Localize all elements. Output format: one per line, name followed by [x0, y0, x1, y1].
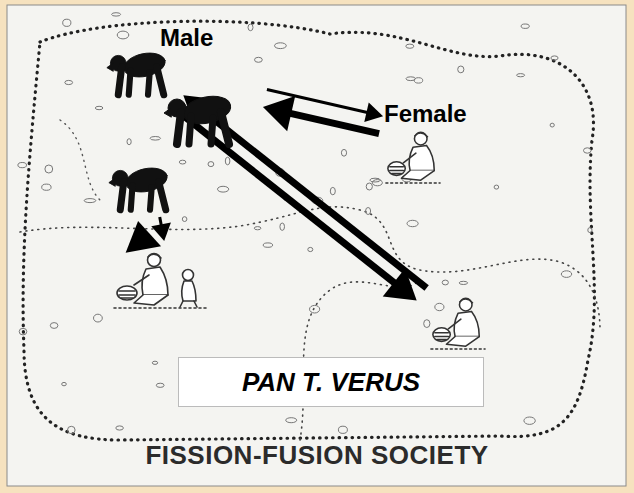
map-panel	[7, 5, 626, 486]
pebble	[19, 328, 27, 335]
arrow-shaft	[289, 113, 379, 134]
pebble	[254, 227, 261, 230]
pebble	[517, 74, 525, 77]
pebble	[65, 80, 73, 84]
pebble	[112, 13, 121, 16]
pebble	[263, 243, 272, 247]
pebble	[561, 271, 571, 278]
pebble	[310, 305, 320, 313]
pebble	[42, 184, 51, 190]
range-path	[20, 207, 600, 330]
pebble	[280, 223, 285, 230]
species-name: PAN T. VERUS	[242, 368, 420, 397]
arrow-head	[263, 96, 295, 131]
pebble	[308, 247, 313, 251]
pebble	[68, 426, 76, 433]
pebble	[372, 180, 382, 186]
pebble	[338, 426, 347, 433]
pebble	[275, 43, 287, 49]
pebble	[551, 56, 558, 60]
pebble	[179, 160, 186, 164]
woman-sketch	[424, 294, 492, 352]
male-chimp-figure	[108, 158, 178, 216]
pebble	[442, 280, 448, 285]
pebble	[182, 217, 187, 222]
figure-label: Male	[160, 24, 262, 52]
pebble	[94, 314, 103, 322]
pebble	[45, 165, 53, 173]
pebble	[18, 163, 27, 168]
pebble	[584, 148, 592, 153]
pebble	[95, 106, 103, 109]
caption-text: FISSION-FUSION SOCIETY	[0, 440, 634, 471]
pebble	[588, 228, 592, 233]
movement-arrow	[263, 96, 379, 134]
arrow-head	[364, 103, 383, 122]
pebble	[494, 185, 499, 189]
arrow-shaft	[204, 112, 426, 288]
pebble	[50, 323, 58, 329]
territory-boundary	[23, 21, 594, 440]
pebble	[208, 162, 214, 167]
pebble	[152, 361, 157, 364]
pebble	[62, 382, 67, 385]
pebble	[424, 320, 430, 328]
pebble	[248, 24, 253, 31]
female-figure	[424, 294, 492, 352]
pebble	[524, 417, 535, 424]
pebble	[435, 303, 444, 310]
woman-sketch	[384, 128, 442, 186]
pebble	[156, 383, 164, 387]
pebble	[366, 183, 372, 190]
pebble	[458, 66, 464, 73]
pebble-texture	[18, 13, 592, 434]
pebble	[406, 44, 414, 48]
pebble	[116, 426, 124, 430]
female-with-infant-figure	[112, 246, 208, 312]
chimp-silhouette	[162, 88, 244, 148]
pebble	[550, 123, 554, 127]
range-path	[60, 120, 100, 200]
species-box: PAN T. VERUS	[178, 357, 484, 407]
figure-label: Female	[384, 100, 545, 128]
movement-arrow	[151, 217, 171, 241]
pebble	[286, 418, 297, 423]
female-figure: Female	[384, 100, 545, 188]
pebble	[150, 137, 160, 141]
pebble	[341, 149, 346, 156]
male-chimp-figure: Male	[160, 24, 262, 148]
pebble	[127, 139, 131, 145]
pebble	[521, 24, 529, 28]
chimp-silhouette	[106, 44, 176, 100]
pebble	[407, 220, 418, 226]
pebble	[370, 178, 381, 182]
arrow-head	[151, 223, 171, 242]
pebble	[117, 31, 129, 39]
pebble	[255, 57, 263, 62]
pebble	[218, 186, 229, 192]
pebble	[459, 281, 467, 284]
pebble	[330, 187, 335, 194]
pebble	[225, 157, 230, 165]
pebble	[366, 208, 371, 215]
pebble	[84, 199, 96, 203]
male-chimp-figure	[106, 44, 176, 100]
pebble	[406, 77, 415, 81]
arrow-shaft	[173, 108, 395, 284]
pebble	[63, 19, 71, 26]
woman-sketch	[112, 246, 208, 312]
chimp-silhouette	[108, 158, 178, 216]
